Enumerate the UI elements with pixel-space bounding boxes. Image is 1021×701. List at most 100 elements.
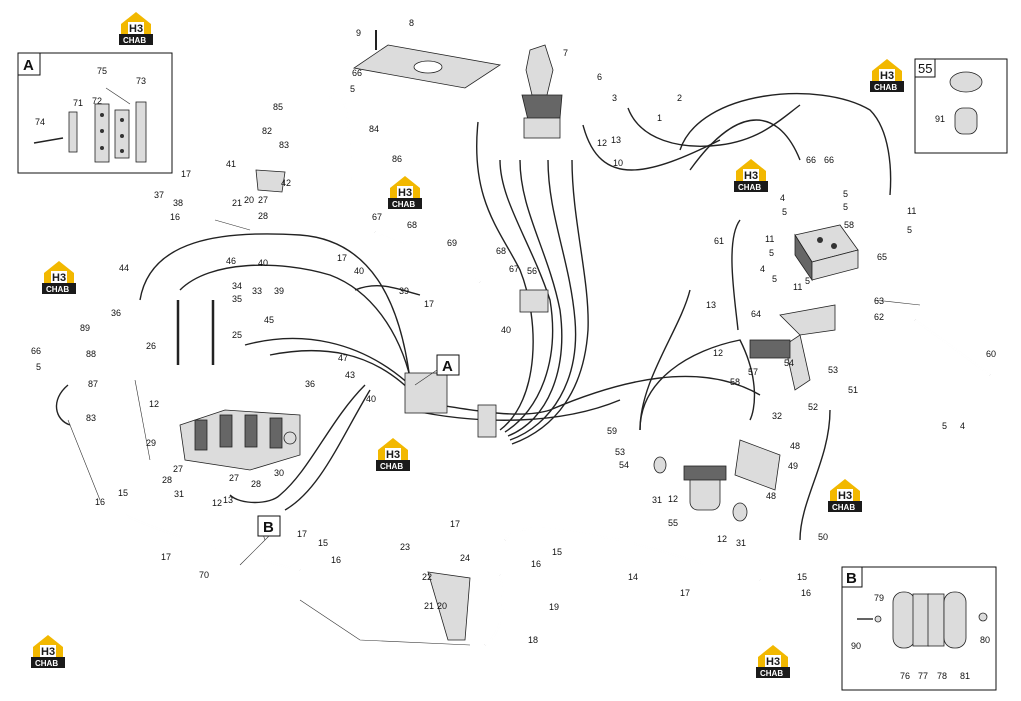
part-number-label: 28 (258, 211, 268, 221)
part-number-label: 58 (844, 220, 854, 230)
clamp-a (404, 372, 497, 438)
part-number-label: 19 (549, 602, 559, 612)
part-number-label: 67 (509, 264, 519, 274)
part-number-label: 42 (281, 178, 291, 188)
part-number-label: 32 (772, 411, 782, 421)
part-number-label: 16 (531, 559, 541, 569)
part-number-label: 80 (980, 635, 990, 645)
part-number-label: 21 (232, 198, 242, 208)
part-number-label: 6 (597, 72, 602, 82)
part-number-label: 11 (907, 206, 916, 216)
part-number-label: 5 (36, 362, 41, 372)
part-number-label: 77 (918, 671, 928, 681)
svg-text:H3: H3 (744, 170, 758, 182)
part-number-label: 5 (769, 248, 774, 258)
inset-a: A (17, 52, 173, 174)
part-number-label: 18 (528, 635, 538, 645)
part-number-label: 74 (35, 117, 45, 127)
part-number-label: 91 (935, 114, 945, 124)
part-number-label: 28 (162, 475, 172, 485)
part-number-label: 22 (422, 572, 432, 582)
part-number-label: 25 (232, 330, 242, 340)
part-number-label: 45 (264, 315, 274, 325)
part-number-label: 7 (563, 48, 568, 58)
part-number-label: 60 (986, 349, 996, 359)
part-number-label: 68 (496, 246, 506, 256)
part-number-label: 24 (460, 553, 470, 563)
part-number-label: 11 (793, 282, 802, 292)
part-number-label: 12 (668, 494, 678, 504)
block-56 (519, 289, 549, 313)
part-number-label: 8 (409, 18, 414, 28)
part-number-label: 31 (736, 538, 746, 548)
part-number-label: 5 (782, 207, 787, 217)
bracket-64 (749, 304, 836, 391)
valve-block-65 (794, 224, 859, 282)
part-number-label: 69 (447, 238, 457, 248)
part-number-label: 55 (668, 518, 678, 528)
valve-block-29 (179, 409, 301, 471)
part-number-label: 39 (274, 286, 284, 296)
part-number-label: 87 (88, 379, 98, 389)
part-number-label: 36 (305, 379, 315, 389)
part-number-label: 28 (251, 479, 261, 489)
part-number-label: 17 (337, 253, 347, 263)
part-number-label: 31 (652, 495, 662, 505)
part-number-label: 13 (706, 300, 716, 310)
part-number-label: 86 (392, 154, 402, 164)
svg-text:CHAB: CHAB (874, 83, 897, 92)
part-number-label: 73 (136, 76, 146, 86)
part-number-label: 72 (92, 96, 102, 106)
part-number-label: 47 (338, 353, 348, 363)
part-number-label: 58 (730, 377, 740, 387)
part-number-label: 43 (345, 370, 355, 380)
part-number-label: 71 (73, 98, 83, 108)
part-number-label: 5 (843, 202, 848, 212)
bracket-49 (734, 439, 781, 491)
part-number-label: 83 (279, 140, 289, 150)
part-number-label: 70 (199, 570, 209, 580)
part-number-label: 88 (86, 349, 96, 359)
part-number-label: 83 (86, 413, 96, 423)
svg-text:CHAB: CHAB (123, 36, 146, 45)
part-number-label: 75 (97, 66, 107, 76)
part-number-label: 3 (612, 93, 617, 103)
part-number-label: 12 (717, 534, 727, 544)
svg-text:H3: H3 (880, 70, 894, 82)
inset-b: B (841, 566, 997, 691)
part-number-label: 78 (937, 671, 947, 681)
part-number-label: 12 (149, 399, 159, 409)
part-number-label: 66 (806, 155, 816, 165)
part-number-label: 27 (229, 473, 239, 483)
part-number-label: 14 (628, 572, 638, 582)
part-number-label: 12 (597, 138, 607, 148)
svg-text:CHAB: CHAB (35, 659, 58, 668)
part-number-label: 68 (407, 220, 417, 230)
part-number-label: 48 (790, 441, 800, 451)
part-number-label: 82 (262, 126, 272, 136)
part-number-label: 63 (874, 296, 884, 306)
part-number-label: 15 (552, 547, 562, 557)
part-number-label: 4 (780, 193, 785, 203)
svg-text:H3: H3 (129, 23, 143, 35)
svg-text:H3: H3 (766, 656, 780, 668)
part-number-label: 13 (611, 135, 621, 145)
callout-b: B (263, 519, 274, 536)
part-number-label: 27 (173, 464, 183, 474)
svg-text:H3: H3 (41, 646, 55, 658)
part-number-label: 17 (680, 588, 690, 598)
part-number-label: 16 (331, 555, 341, 565)
part-number-label: 37 (154, 190, 164, 200)
part-number-label: 90 (851, 641, 861, 651)
part-number-label: 4 (960, 421, 965, 431)
filter-55 (653, 456, 748, 522)
part-number-label: 48 (766, 491, 776, 501)
part-number-label: 65 (877, 252, 887, 262)
part-number-label: 64 (751, 309, 761, 319)
part-number-label: 59 (607, 426, 617, 436)
part-number-label: 51 (848, 385, 858, 395)
